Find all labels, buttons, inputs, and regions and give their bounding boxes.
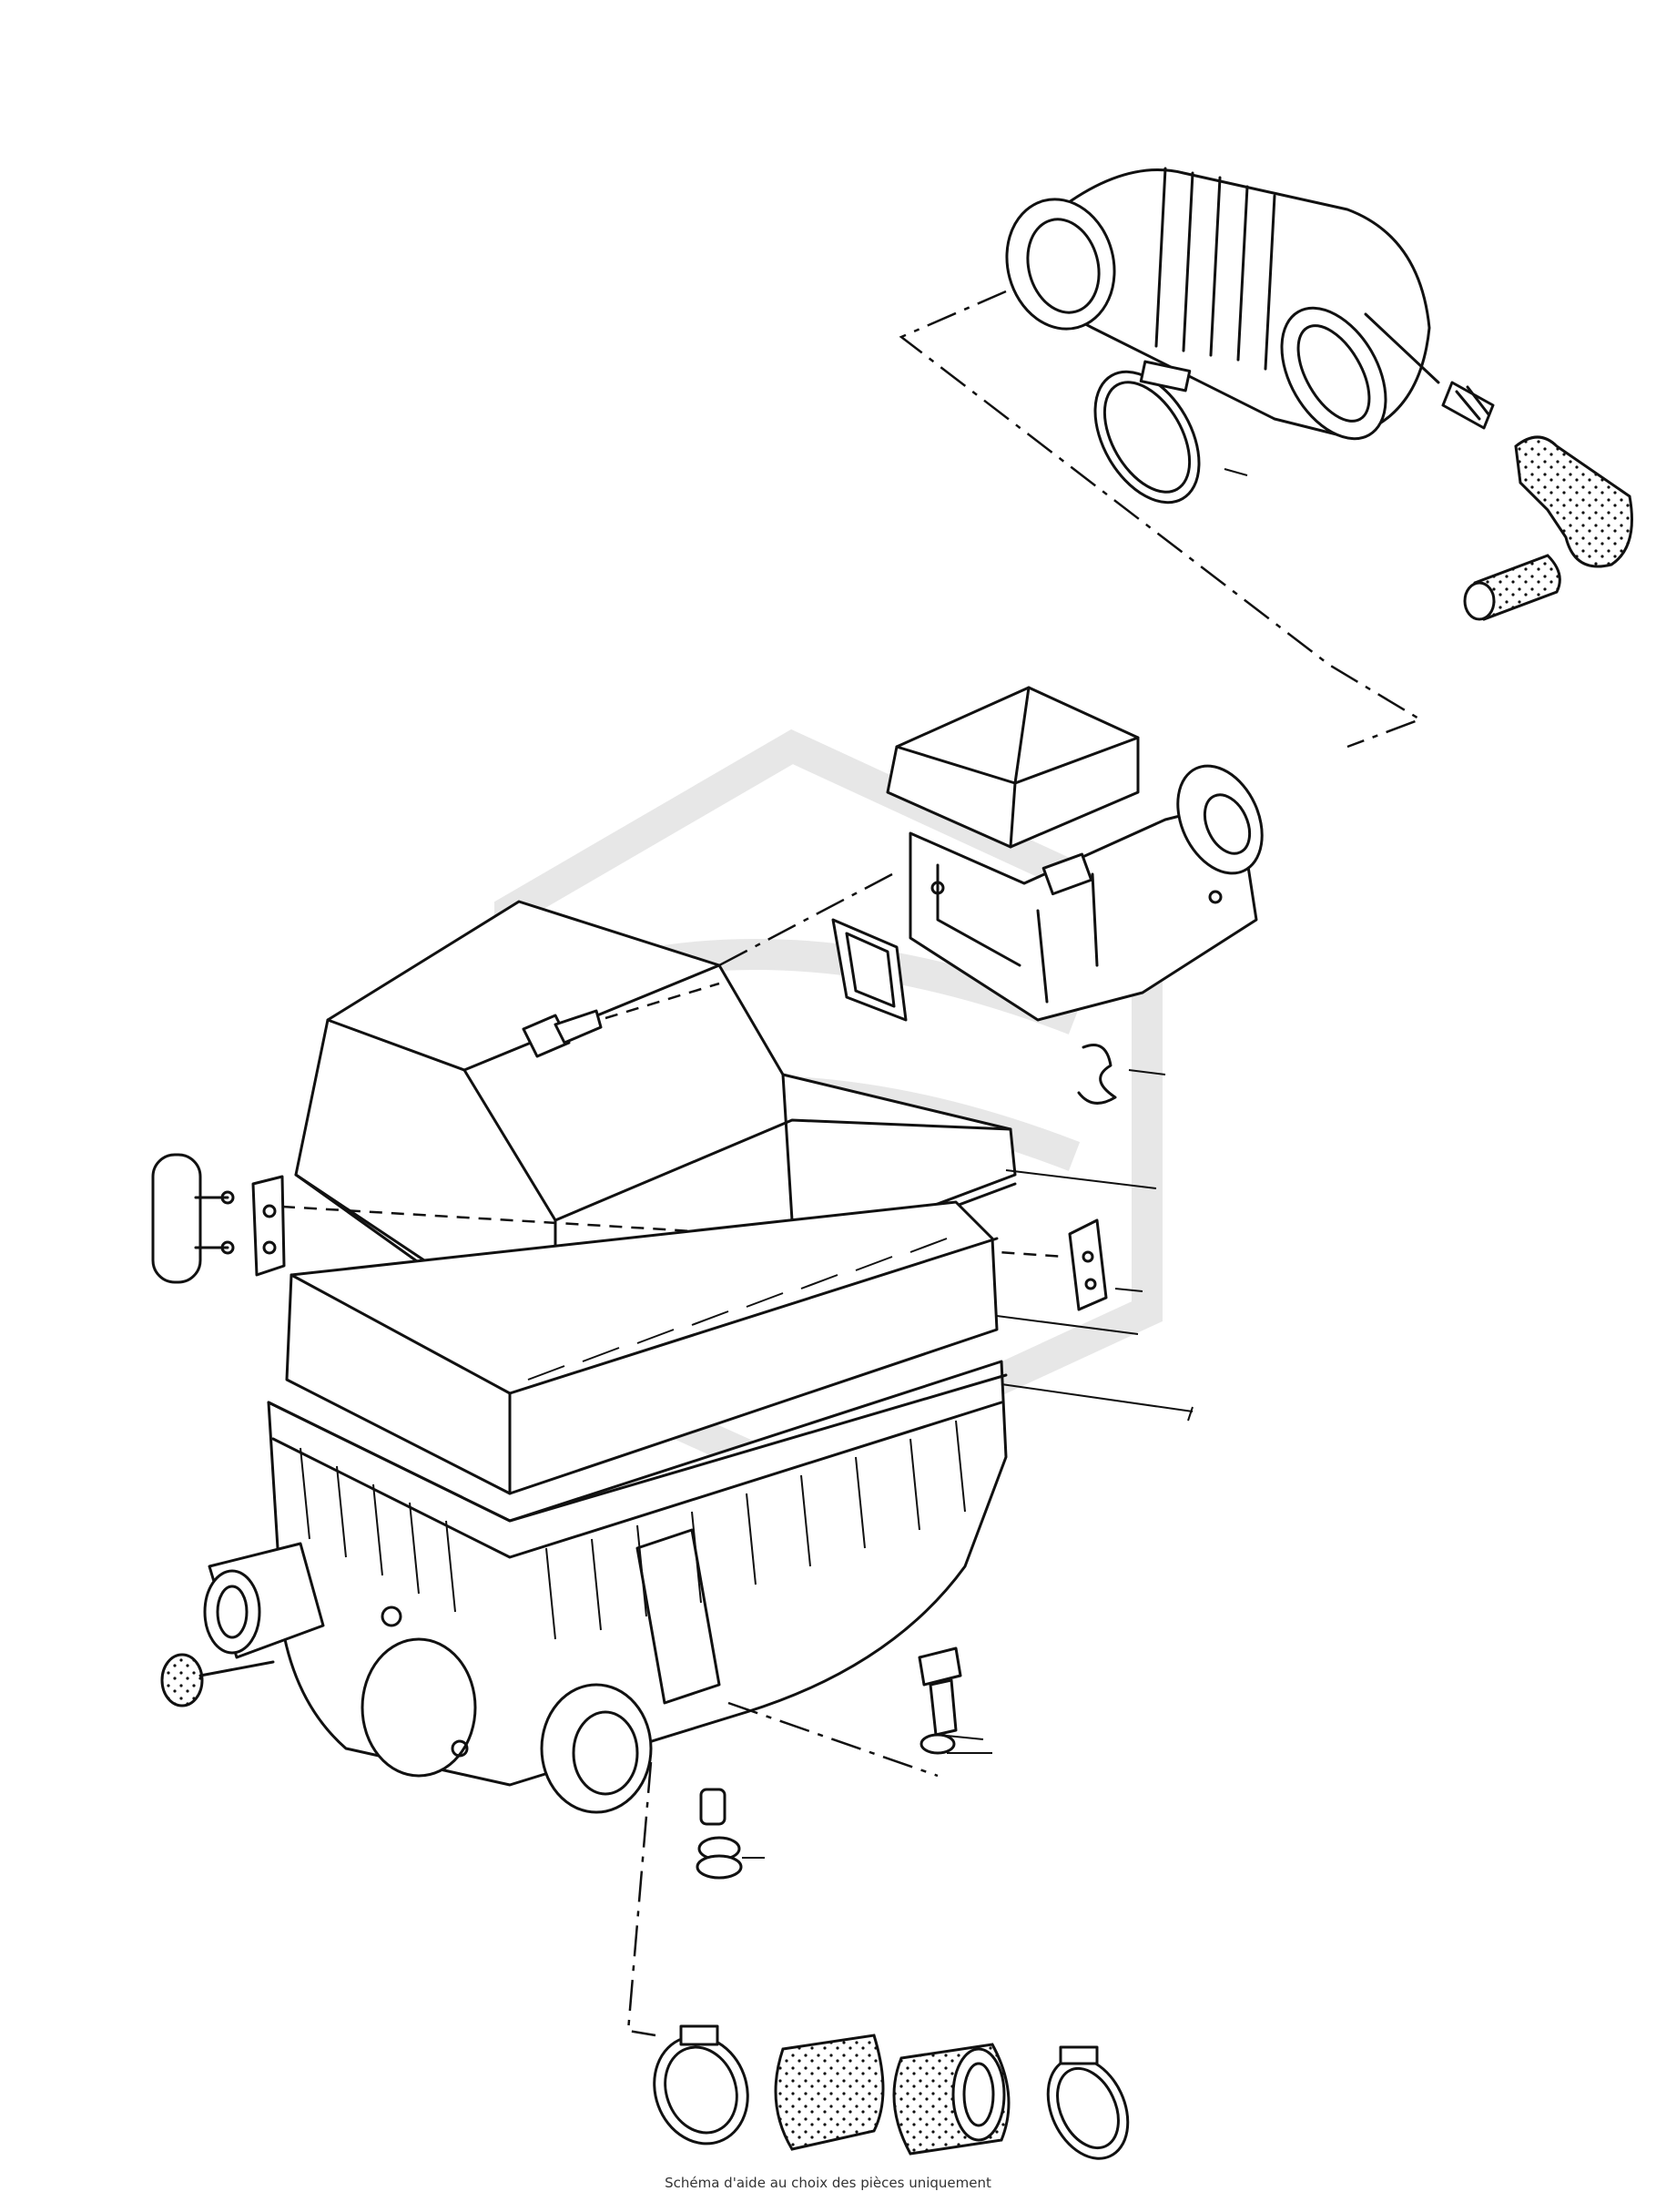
mounting-bracket-left bbox=[251, 1175, 286, 1277]
air-filter-housing bbox=[203, 1360, 1008, 1787]
mounting-bolt bbox=[918, 1646, 962, 1737]
guide-line-clips bbox=[281, 1205, 1066, 1259]
hose-clamp-upper bbox=[1093, 360, 1248, 505]
filter-element bbox=[285, 1200, 999, 1495]
mounting-washer bbox=[919, 1733, 956, 1755]
breather-hose-short bbox=[1463, 554, 1561, 621]
hose-clamp-lower-left bbox=[653, 2024, 749, 2146]
connecting-hose-lower bbox=[774, 2034, 1011, 2156]
breather-nipple bbox=[1441, 381, 1495, 430]
mounting-grommet bbox=[151, 1153, 235, 1284]
intake-bellows-boot bbox=[1005, 167, 1440, 441]
guide-line-lid-bolt bbox=[604, 982, 720, 1020]
guide-line-boot bbox=[899, 290, 1423, 749]
spring-clip bbox=[1077, 1044, 1117, 1105]
rubber-mount-left bbox=[160, 1653, 275, 1707]
breather-hose-elbow bbox=[1514, 435, 1633, 568]
mount-spacer bbox=[696, 1836, 743, 1880]
housing-outlet bbox=[540, 1683, 653, 1814]
guide-line-bolt bbox=[727, 1701, 939, 1778]
lid-bolt bbox=[522, 1009, 603, 1058]
air-mass-meter bbox=[886, 686, 1264, 1022]
meter-gasket bbox=[831, 918, 908, 1022]
footer-caption: Schéma d'aide au choix des pièces unique… bbox=[665, 2175, 991, 2191]
mount-bushing bbox=[699, 1788, 726, 1826]
mounting-bracket-right bbox=[1068, 1218, 1108, 1311]
guide-line-meter bbox=[718, 872, 893, 967]
guide-line-lower bbox=[626, 1761, 656, 2037]
leader-lines bbox=[742, 1069, 1194, 1859]
hose-clamp-lower-right bbox=[1046, 2045, 1130, 2160]
